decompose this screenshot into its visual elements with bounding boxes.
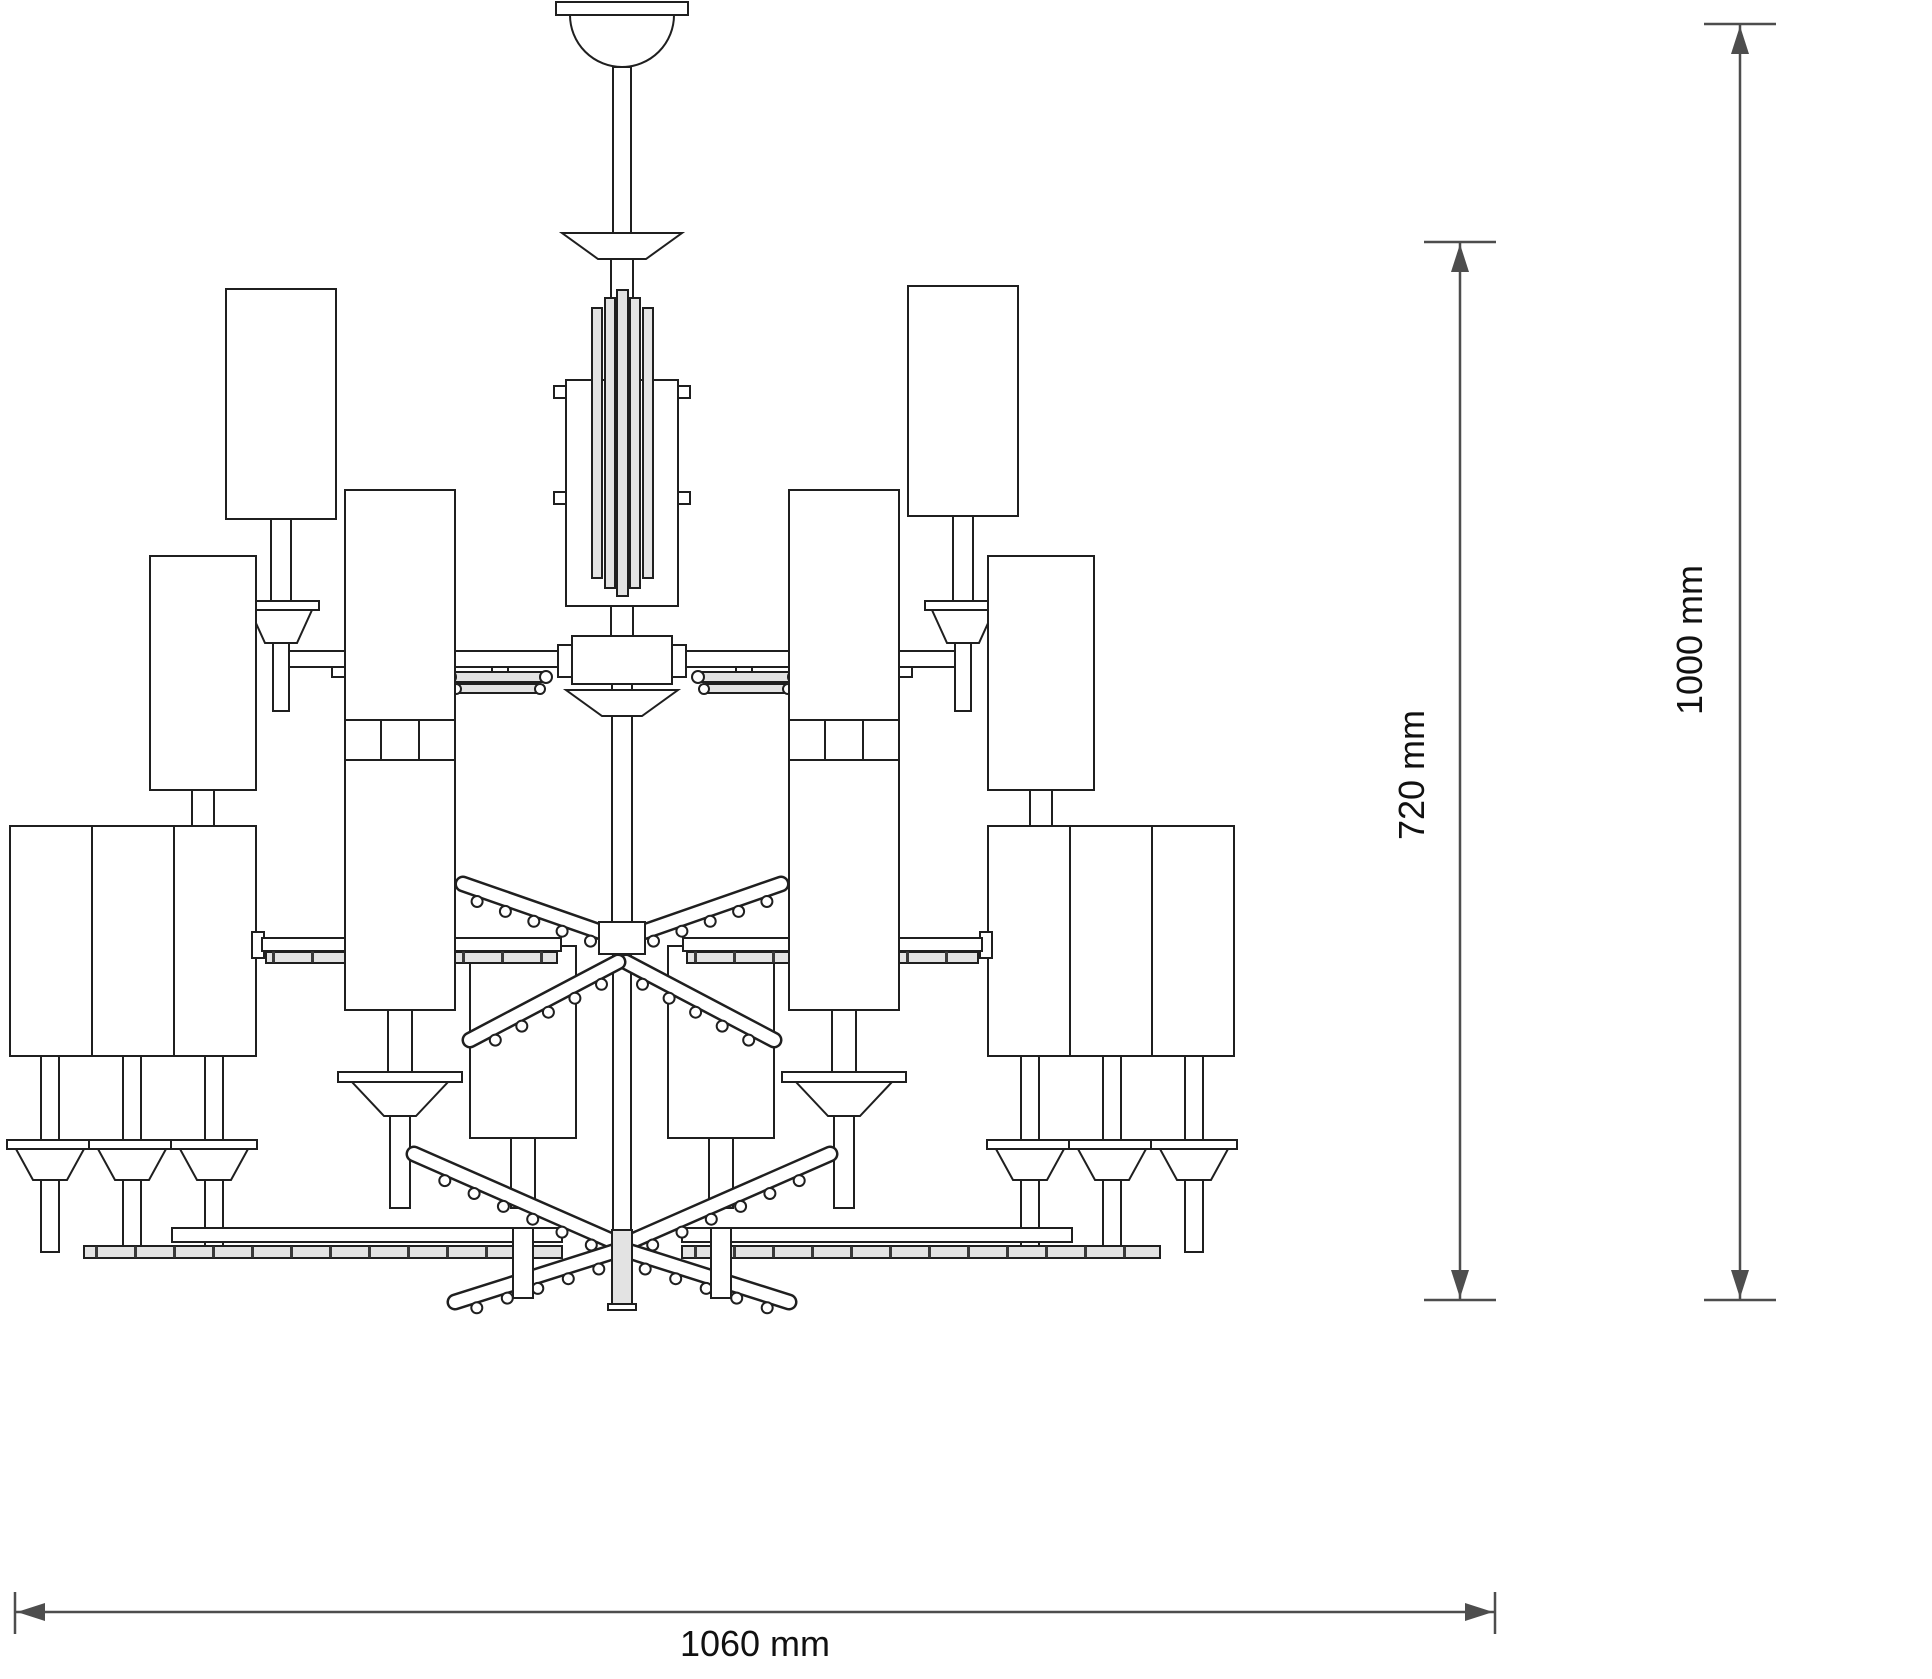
shade-stem xyxy=(1029,789,1053,827)
shade xyxy=(667,945,775,1139)
shade-stem xyxy=(270,518,292,602)
dimension-height-total: 1000 mm xyxy=(1669,22,1776,1302)
middle-tier-bobeches xyxy=(337,1009,907,1209)
shade xyxy=(225,288,337,520)
bottom-drops xyxy=(512,1227,732,1299)
bobeche xyxy=(337,1071,463,1209)
middle-hub xyxy=(598,921,646,955)
dimension-total-height-label: 1000 mm xyxy=(1669,565,1710,715)
dimension-arrow-left xyxy=(17,1603,45,1621)
middle-tier-shades xyxy=(344,489,900,1011)
dimension-arrow-right xyxy=(1465,1603,1493,1621)
upper-hub xyxy=(557,635,687,717)
lower-arm-bars xyxy=(83,1227,1161,1259)
shade xyxy=(788,759,900,1011)
bobeche xyxy=(781,1071,907,1209)
bottom-finial xyxy=(607,1229,637,1311)
shade-stem xyxy=(191,789,215,827)
dimension-arrow-up xyxy=(1451,244,1469,272)
middle-cross-arms xyxy=(463,884,781,1046)
shade-stem xyxy=(952,515,974,602)
dimension-body-height-label: 720 mm xyxy=(1391,710,1432,840)
dimension-width: 1060 mm xyxy=(13,1592,1497,1664)
dimension-arrow-up xyxy=(1731,26,1749,54)
shade xyxy=(469,945,577,1139)
shade xyxy=(344,489,456,721)
dimension-arrow-down xyxy=(1451,1270,1469,1298)
bobeche xyxy=(6,1139,94,1253)
shade xyxy=(907,285,1019,517)
shade-group xyxy=(987,825,1235,1057)
top-bell xyxy=(558,232,686,260)
shade xyxy=(788,489,900,721)
middle-arm-bars xyxy=(251,931,993,964)
dimension-height-body: 720 mm xyxy=(1391,240,1496,1302)
suspension-rod xyxy=(612,66,632,234)
shade xyxy=(987,555,1095,791)
shade xyxy=(149,555,257,791)
canopy xyxy=(555,1,689,68)
shade-group xyxy=(9,825,257,1057)
glass-rod-cluster xyxy=(553,289,691,607)
dimension-arrow-down xyxy=(1731,1270,1749,1298)
upper-tier-shades xyxy=(225,285,1019,712)
shade xyxy=(344,759,456,1011)
dimension-width-label: 1060 mm xyxy=(680,1623,830,1664)
bobeche xyxy=(88,1139,176,1253)
bobeche xyxy=(1150,1139,1238,1253)
bobeche xyxy=(1068,1139,1156,1253)
